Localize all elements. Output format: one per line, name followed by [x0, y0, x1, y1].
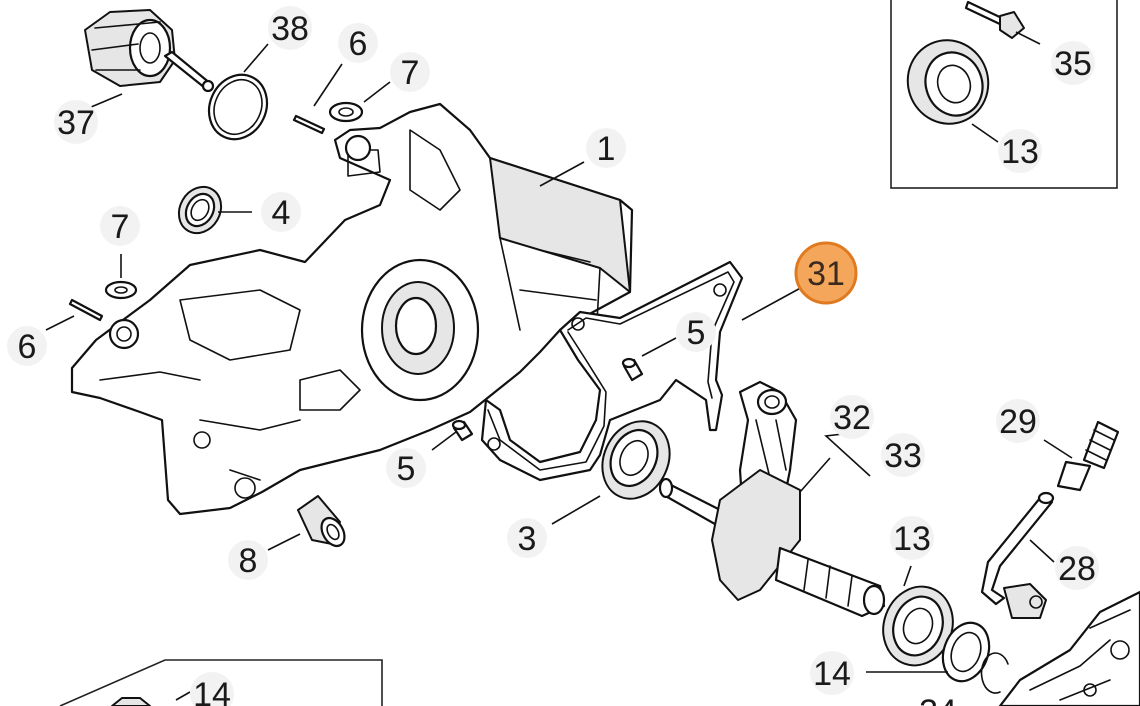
svg-text:13: 13	[893, 520, 931, 558]
part-6-pin-top	[292, 114, 326, 135]
part-32-33-crankshaft	[658, 380, 886, 618]
callout-6-top: 6	[338, 23, 378, 63]
part-4-seal	[177, 185, 223, 235]
part-7-washer-top	[328, 101, 364, 123]
callout-34-partial: 34	[919, 693, 957, 706]
part-14-seal-lower	[941, 621, 991, 683]
part-38-o-ring	[207, 73, 269, 141]
part-7-washer-left	[104, 280, 138, 300]
callout-13-inset: 13	[998, 129, 1042, 173]
callout-35: 35	[1051, 41, 1095, 85]
svg-text:8: 8	[239, 542, 258, 580]
svg-text:7: 7	[111, 208, 130, 246]
callout-4: 4	[261, 192, 301, 232]
callout-13-lower: 13	[890, 516, 934, 560]
svg-text:34: 34	[919, 693, 957, 706]
partial-assembly-bottom-right	[998, 590, 1140, 706]
svg-text:4: 4	[272, 194, 291, 232]
part-5-pin-upper	[621, 357, 644, 382]
svg-text:32: 32	[833, 399, 871, 437]
part-13-bearing-inset	[906, 39, 990, 125]
inset-frame-bottom-left	[59, 659, 383, 706]
svg-text:6: 6	[18, 328, 37, 366]
svg-text:31: 31	[807, 255, 845, 293]
callout-14-inset: 14	[190, 672, 234, 706]
callout-8: 8	[228, 540, 268, 580]
callout-7-top: 7	[390, 52, 430, 92]
callout-37: 37	[54, 100, 98, 144]
svg-text:37: 37	[57, 104, 95, 142]
svg-text:5: 5	[687, 314, 706, 352]
svg-text:14: 14	[813, 655, 851, 693]
part-35-screw	[964, 0, 1025, 39]
part-3-bearing	[601, 420, 671, 500]
callout-7-left: 7	[100, 206, 140, 246]
callout-32: 32	[830, 395, 874, 439]
callout-6-left: 6	[7, 326, 47, 366]
svg-text:6: 6	[349, 25, 368, 63]
callout-5-left: 5	[386, 448, 426, 488]
part-34-circlip	[980, 652, 1009, 694]
svg-text:13: 13	[1001, 133, 1039, 171]
callout-38: 38	[268, 6, 312, 50]
part-13-bearing-lower	[882, 585, 954, 667]
callout-28: 28	[1055, 546, 1099, 590]
svg-text:38: 38	[271, 10, 309, 48]
part-14-inset-partial	[111, 697, 151, 706]
svg-text:28: 28	[1058, 550, 1096, 588]
svg-text:1: 1	[597, 130, 616, 168]
part-37	[84, 9, 215, 93]
callout-29: 29	[996, 399, 1040, 443]
part-5-pin-lower	[451, 419, 474, 442]
svg-text:5: 5	[397, 450, 416, 488]
part-8	[297, 495, 346, 548]
callout-14-lower: 14	[810, 651, 854, 695]
svg-text:14: 14	[193, 676, 231, 706]
inset-frame-top-right	[890, 0, 1118, 189]
svg-text:33: 33	[884, 437, 922, 475]
svg-text:29: 29	[999, 403, 1037, 441]
callout-5-right: 5	[676, 312, 716, 352]
part-6-pin-left	[68, 298, 104, 322]
part-28	[980, 491, 1055, 619]
callout-1: 1	[586, 128, 626, 168]
svg-text:3: 3	[518, 520, 537, 558]
callout-33: 33	[881, 433, 925, 477]
callout-3: 3	[507, 518, 547, 558]
svg-text:35: 35	[1054, 45, 1092, 83]
crankcase-part-1	[70, 102, 634, 516]
part-29	[1056, 420, 1120, 492]
callout-31-highlighted: 31	[794, 241, 858, 305]
svg-text:7: 7	[401, 54, 420, 92]
callout-31-badge	[794, 241, 858, 305]
part-31-gasket	[480, 260, 744, 482]
